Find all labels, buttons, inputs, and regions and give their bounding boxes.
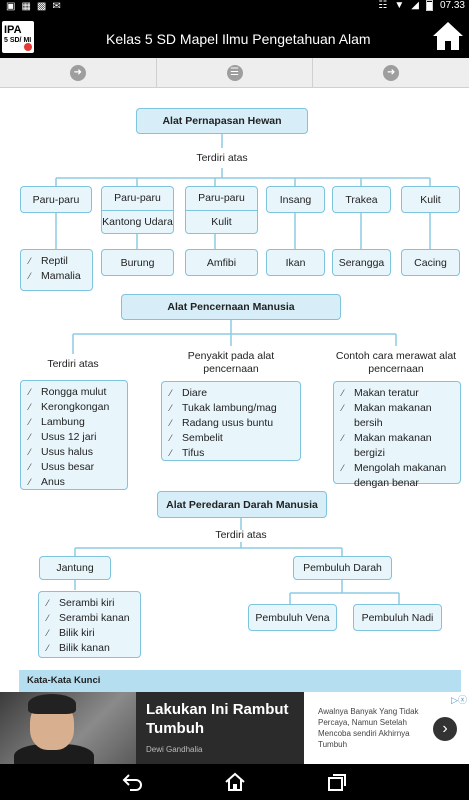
list-item: Usus 12 jari — [27, 430, 123, 445]
organ-box-split: Paru-paru Kulit — [185, 186, 258, 234]
list-item: Mengolah makanan dengan benar — [340, 461, 456, 491]
artery-box: Pembuluh Nadi — [353, 604, 442, 631]
circulation-title: Alat Peredaran Darah Manusia — [157, 491, 327, 518]
connector-lines — [55, 134, 431, 604]
list-item: Radang usus buntu — [168, 416, 296, 431]
circulation-consists-label: Terdiri atas — [215, 529, 267, 541]
system-nav-bar — [0, 764, 469, 800]
next-button[interactable]: ➜ — [313, 58, 469, 87]
keywords-heading: Kata-Kata Kunci — [19, 670, 461, 692]
list-icon: ☰ — [226, 64, 243, 81]
arrow-left-icon: ➜ — [69, 64, 86, 81]
ad-headline: Lakukan Ini Rambut Tumbuh — [146, 701, 289, 737]
animal-list: Reptil Mamalia — [20, 249, 93, 291]
app-bar: IPA 5 SD/ MI Kelas 5 SD Mapel Ilmu Penge… — [0, 14, 469, 58]
list-item: Lambung — [27, 415, 123, 430]
ad-headline-panel: Lakukan Ini Rambut Tumbuh Dewi Gandhalia — [136, 692, 304, 764]
list-item: Anus — [27, 475, 123, 490]
digestive-diseases-list: Diare Tukak lambung/mag Radang usus bunt… — [161, 381, 301, 461]
home-icon[interactable] — [431, 20, 465, 52]
list-item: Usus halus — [27, 445, 123, 460]
digestion-col3-label: Contoh cara merawat alat pencernaan — [335, 350, 457, 375]
animal-box: Burung — [101, 249, 174, 276]
sd-card-icon: ▦ — [21, 1, 31, 12]
chevron-right-icon[interactable]: › — [433, 717, 457, 741]
ad-source: Dewi Gandhalia — [146, 745, 203, 754]
organ-box: Kulit — [401, 186, 460, 213]
app-logo: IPA 5 SD/ MI — [2, 21, 34, 53]
status-bar: ▣ ▦ ▩ ✉ ☷ ▼ ◢ 07.33 — [0, 0, 469, 14]
blood-vessels-box: Pembuluh Darah — [293, 556, 392, 580]
ad-choices-icon[interactable]: ▷ⓧ — [451, 695, 467, 705]
organ-box: Trakea — [332, 186, 391, 213]
image-notification-icon: ▩ — [36, 1, 47, 12]
list-item: Makan teratur — [340, 386, 456, 401]
home-nav-icon[interactable] — [224, 772, 246, 792]
organ-box: Insang — [266, 186, 325, 213]
signal-icon: ◢ — [411, 0, 419, 11]
digestion-col1-label: Terdiri atas — [47, 358, 99, 370]
list-item: Tukak lambung/mag — [168, 401, 296, 416]
list-item: Mamalia — [27, 269, 88, 284]
list-item: Bilik kiri — [45, 626, 136, 641]
list-item: Bilik kanan — [45, 641, 136, 656]
mail-icon: ✉ — [52, 1, 61, 12]
animal-box: Ikan — [266, 249, 325, 276]
list-item: Makan makanan bergizi — [340, 431, 456, 461]
list-item: Serambi kiri — [45, 596, 136, 611]
animal-box: Amfibi — [185, 249, 258, 276]
digestion-title: Alat Pencernaan Manusia — [121, 294, 341, 320]
ad-banner[interactable]: Lakukan Ini Rambut Tumbuh Dewi Gandhalia… — [0, 692, 469, 764]
page-nav: ➜ ☰ ➜ — [0, 58, 469, 88]
clock: 07.33 — [439, 0, 465, 11]
list-item: Tifus — [168, 446, 296, 461]
heart-chambers-list: Serambi kiri Serambi kanan Bilik kiri Bi… — [38, 591, 141, 658]
heart-box: Jantung — [39, 556, 111, 580]
digestive-care-list: Makan teratur Makan makanan bersih Makan… — [333, 381, 461, 489]
list-item: Serambi kanan — [45, 611, 136, 626]
back-icon[interactable] — [122, 773, 144, 791]
battery-icon — [425, 0, 433, 11]
animal-box: Cacing — [401, 249, 460, 276]
menu-button[interactable]: ☰ — [157, 58, 314, 87]
list-item: Diare — [168, 386, 296, 401]
arrow-right-icon: ➜ — [383, 64, 400, 81]
animal-box: Serangga — [332, 249, 391, 276]
app-title: Kelas 5 SD Mapel Ilmu Pengetahuan Alam — [106, 31, 371, 47]
vibrate-icon: ☷ — [378, 0, 388, 11]
vein-box: Pembuluh Vena — [248, 604, 337, 631]
list-item: Usus besar — [27, 460, 123, 475]
list-item: Rongga mulut — [27, 385, 123, 400]
notification-icon: ▣ — [6, 1, 16, 12]
list-item: Reptil — [27, 254, 88, 269]
ad-image — [0, 692, 136, 764]
organ-box: Paru-paru — [20, 186, 92, 213]
ad-body: Awalnya Banyak Yang Tidak Percaya, Namun… — [318, 707, 419, 749]
list-item: Sembelit — [168, 431, 296, 446]
recent-apps-icon[interactable] — [326, 772, 348, 792]
wifi-icon: ▼ — [394, 0, 405, 11]
previous-button[interactable]: ➜ — [0, 58, 157, 87]
list-item: Kerongkongan — [27, 400, 123, 415]
digestive-organs-list: Rongga mulut Kerongkongan Lambung Usus 1… — [20, 380, 128, 490]
concept-map[interactable]: Alat Pernapasan Hewan Terdiri atas Paru-… — [0, 88, 469, 692]
respiration-title: Alat Pernapasan Hewan — [136, 108, 308, 134]
organ-box-split: Paru-paru Kantong Udara — [101, 186, 174, 234]
digestion-col2-label: Penyakit pada alat pencernaan — [187, 350, 275, 375]
list-item: Makan makanan bersih — [340, 401, 456, 431]
respiration-consists-label: Terdiri atas — [196, 152, 248, 164]
